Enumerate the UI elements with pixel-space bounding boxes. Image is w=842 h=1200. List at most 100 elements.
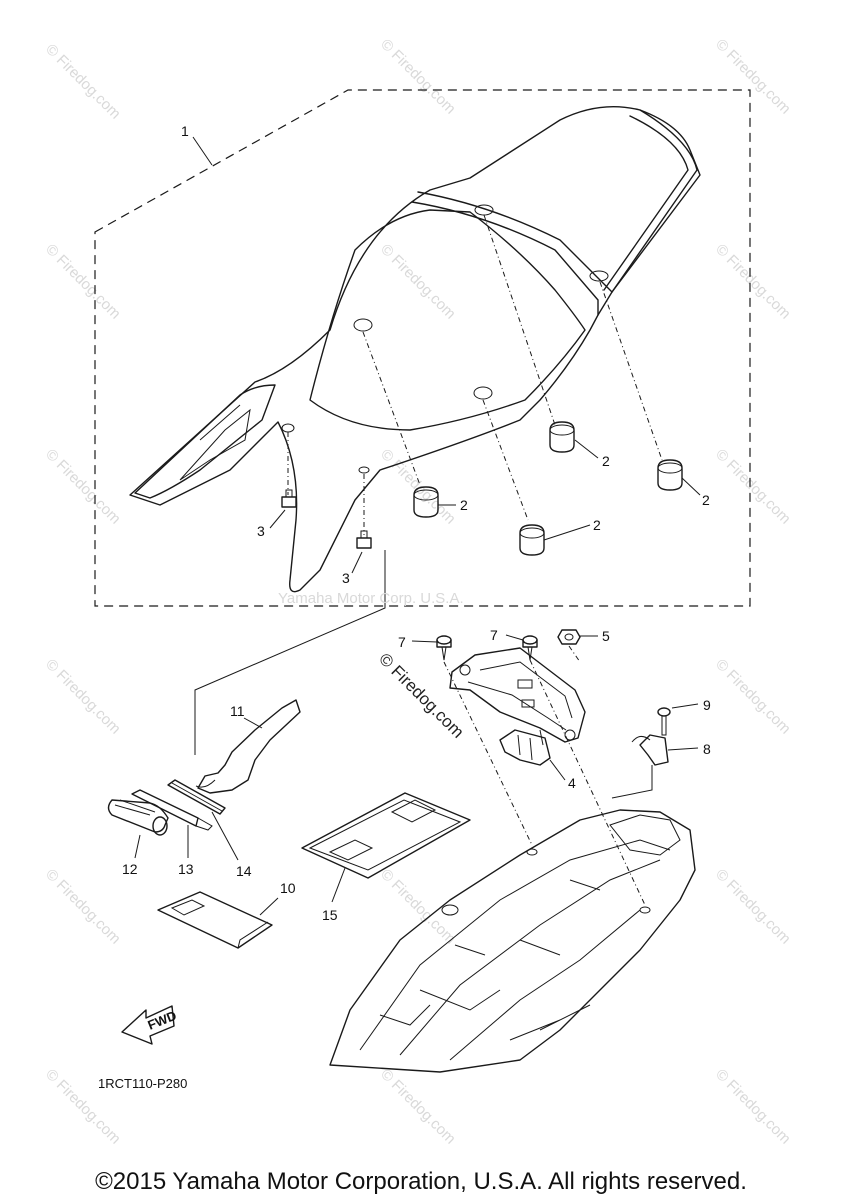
tool-pouch (107, 799, 169, 836)
callout-label: 8 (703, 741, 711, 757)
mount-hole (353, 318, 373, 332)
watermark: © Firedog.com (712, 1066, 794, 1148)
damper-group (413, 421, 683, 556)
callout-label: 7 (398, 634, 406, 650)
watermark: © Firedog.com (377, 1066, 459, 1148)
damper (549, 421, 575, 453)
seat-hook (195, 699, 301, 794)
mount-hole (589, 270, 609, 282)
leader-3 (351, 551, 363, 574)
watermark: © Firedog.com (712, 656, 794, 738)
brand-watermark: Yamaha Motor Corp. U.S.A. (278, 590, 464, 607)
wrench (167, 779, 226, 815)
callout-label: 7 (490, 627, 498, 643)
leader-11 (243, 717, 263, 729)
copyright-notice: ©2015 Yamaha Motor Corporation, U.S.A. A… (95, 1168, 747, 1195)
leader-10 (259, 897, 279, 916)
nut (356, 530, 372, 549)
leader-4 (549, 759, 566, 781)
bolt (657, 707, 671, 736)
callout-label: 14 (236, 863, 252, 879)
leader-2 (543, 524, 591, 541)
leader-12 (134, 834, 141, 859)
leader-9 (671, 703, 699, 709)
watermark: © Firedog.com (42, 446, 124, 528)
lock-latch (499, 729, 551, 766)
leader-frame (611, 765, 653, 799)
seat-rear-line (603, 109, 698, 293)
leader-8 (667, 747, 699, 751)
callout-label: 3 (257, 523, 265, 539)
seat-strap (411, 191, 613, 316)
leader-7 (411, 640, 438, 643)
mount-hole (473, 386, 493, 400)
seat-front-rail (134, 384, 276, 499)
damper (413, 486, 439, 518)
document-holder (301, 792, 471, 879)
leader-2 (574, 439, 599, 459)
watermark: © Firedog.com (42, 241, 124, 323)
seat-part (129, 106, 701, 593)
guide-line (599, 281, 663, 461)
callout-label: 2 (460, 497, 468, 513)
bolt (436, 635, 452, 661)
guide-line (443, 661, 533, 846)
watermark: © Firedog.com (42, 41, 124, 123)
callout-label: 10 (280, 880, 296, 896)
flange-nut (557, 629, 581, 645)
rear-frame (329, 809, 696, 1073)
forward-arrow-icon: FWD (121, 1005, 179, 1045)
mount-hole (358, 466, 370, 474)
callout-label: 2 (702, 492, 710, 508)
callout-label: 4 (568, 775, 576, 791)
firedog-watermark: © Firedog.com (375, 649, 467, 741)
callout-label: 13 (178, 861, 194, 877)
mount-hole (281, 423, 295, 433)
watermark: © Firedog.com (712, 446, 794, 528)
guide-line (482, 399, 529, 521)
leader-3 (269, 509, 286, 529)
callout-label: 2 (593, 517, 601, 533)
watermark: © Firedog.com (377, 241, 459, 323)
watermark: © Firedog.com (712, 36, 794, 118)
watermark: © Firedog.com (377, 866, 459, 948)
callout-label: 9 (703, 697, 711, 713)
callout-label: 3 (342, 570, 350, 586)
leader-7 (505, 634, 524, 641)
callout-label: 5 (602, 628, 610, 644)
diagram-code: 1RCT110-P280 (98, 1076, 187, 1091)
callout-label: 15 (322, 907, 338, 923)
nut (281, 489, 297, 508)
tool-bag (157, 891, 273, 949)
damper (519, 524, 545, 556)
leader-2 (681, 477, 701, 496)
seat-top-surface (309, 209, 586, 431)
damper (657, 459, 683, 491)
guide-line (529, 659, 646, 906)
screwdriver (131, 789, 213, 831)
callout-label: 2 (602, 453, 610, 469)
callout-label: 11 (230, 703, 245, 719)
leader-seat-to-tools (194, 550, 386, 755)
watermark: © Firedog.com (42, 656, 124, 738)
fwd-label: FWD (146, 1008, 179, 1033)
leader-1 (192, 136, 213, 166)
lock-bracket (449, 647, 586, 743)
callout-label: 12 (122, 861, 138, 877)
watermark: © Firedog.com (712, 866, 794, 948)
leader-15 (331, 867, 346, 903)
cable-holder (631, 734, 669, 766)
watermark: © Firedog.com (42, 866, 124, 948)
leader-14 (211, 811, 239, 861)
seat-outline (129, 106, 701, 593)
guide-line (362, 331, 421, 486)
watermark: © Firedog.com (377, 36, 459, 118)
guide-line (568, 645, 581, 663)
callout-label: 1 (181, 123, 189, 139)
guide-line (483, 214, 556, 426)
watermark: © Firedog.com (712, 241, 794, 323)
seat-assembly-boundary (94, 89, 751, 607)
mount-hole (474, 204, 494, 216)
seat-underside (179, 404, 251, 481)
